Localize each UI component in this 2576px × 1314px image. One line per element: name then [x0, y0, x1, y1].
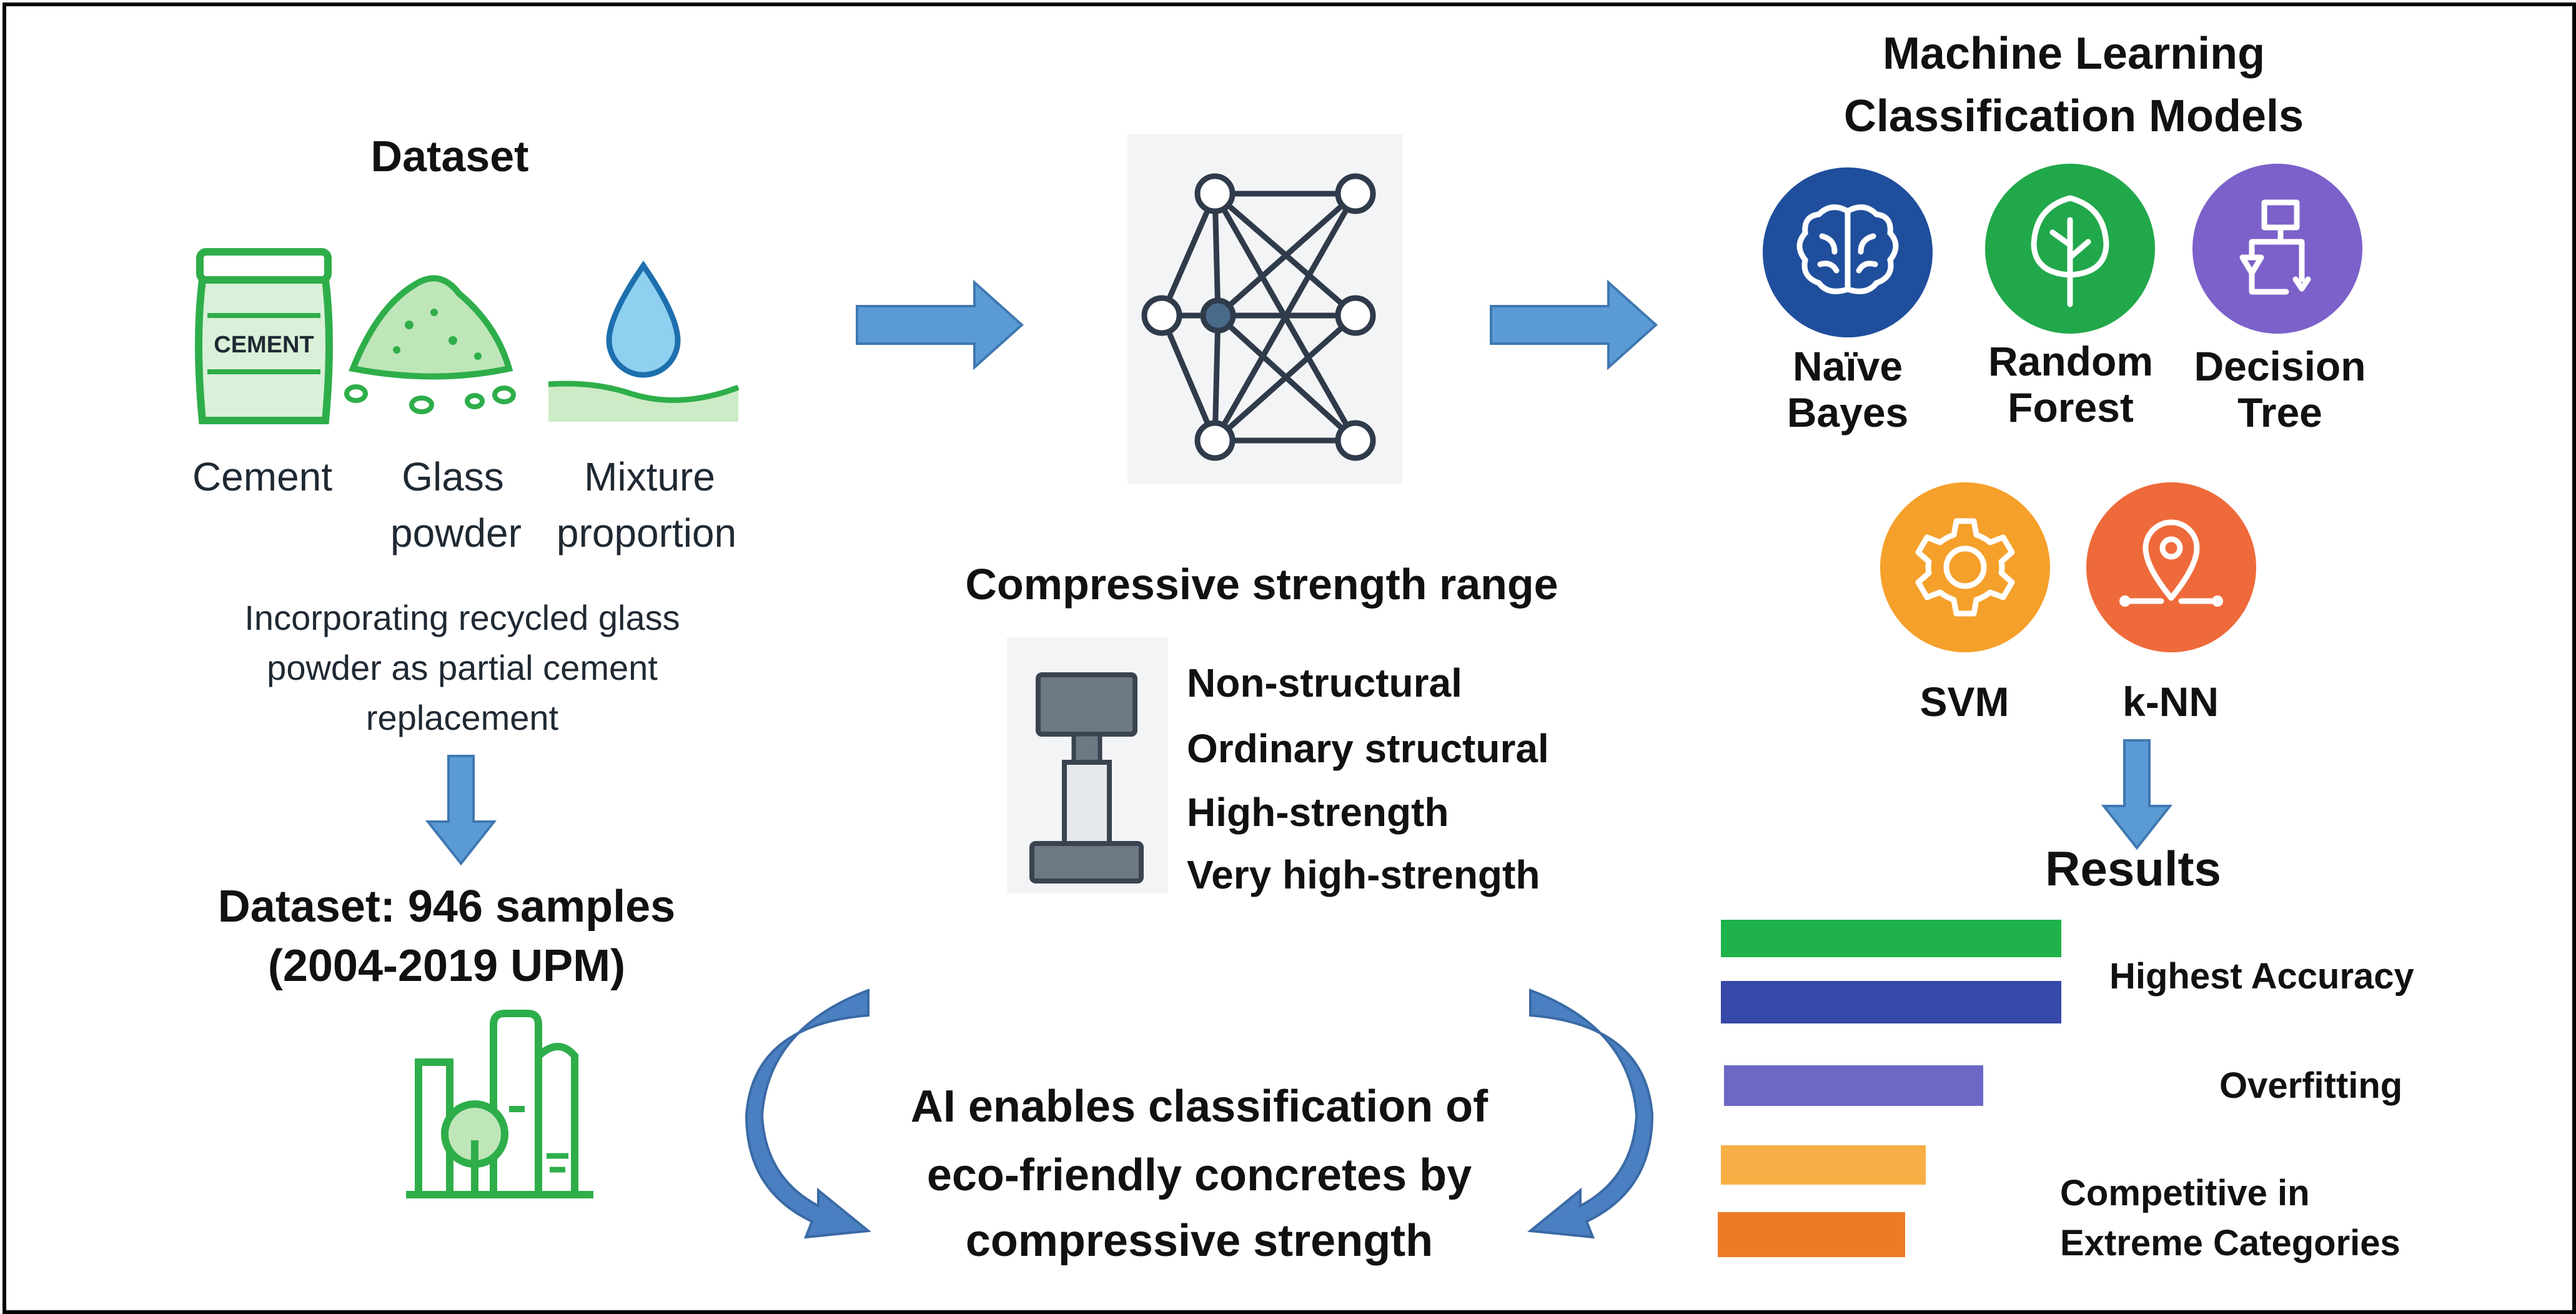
cement-bag-label: CEMENT: [214, 332, 314, 358]
range-high-strength: High-strength: [1187, 790, 1449, 835]
knn-badge: [2086, 482, 2256, 652]
conclusion-line3: compressive strength: [965, 1216, 1434, 1266]
eco-factory-icon: [406, 1010, 593, 1198]
result-bar-competitive-1: [1721, 1145, 1926, 1185]
result-bar-competitive-2: [1718, 1212, 1905, 1257]
water-drop-icon: [548, 261, 740, 422]
result-label-competitive-line2: Extreme Categories: [2060, 1223, 2400, 1263]
models-title-line2: Classification Models: [1843, 91, 2304, 141]
result-bar-overfitting: [1724, 1065, 1983, 1106]
result-label-overfitting: Overfitting: [2219, 1065, 2403, 1106]
dataset-summary-line1: Dataset: 946 samples: [217, 882, 676, 932]
dataset-description-line2: powder as partial cement: [267, 648, 658, 687]
down-arrow-results: [2101, 739, 2173, 850]
right-arrow-2: [1490, 279, 1658, 371]
flowchart-icon: [2239, 199, 2311, 295]
compressive-strength-title: Compressive strength range: [965, 560, 1558, 609]
svm-badge: [1880, 482, 2050, 652]
conclusion-line2: eco-friendly concretes by: [926, 1150, 1472, 1200]
brain-icon: [1796, 204, 1899, 294]
svm-label: SVM: [1920, 679, 2009, 725]
decision-tree-badge: [2192, 164, 2362, 334]
random-forest-label-line2: Forest: [2008, 384, 2134, 431]
decision-tree-label-line2: Tree: [2237, 389, 2322, 436]
result-bar-highest-accuracy-2: [1721, 981, 2061, 1023]
proportion-label: proportion: [556, 510, 737, 555]
location-pin-icon: [2119, 519, 2223, 607]
tree-icon: [2031, 195, 2109, 307]
result-label-competitive-line1: Competitive in: [2060, 1173, 2310, 1213]
cement-label: Cement: [192, 454, 333, 499]
knn-label: k-NN: [2122, 679, 2219, 725]
right-arrow-1: [856, 279, 1024, 371]
range-very-high-strength: Very high-strength: [1187, 852, 1540, 897]
models-title-line1: Machine Learning: [1882, 29, 2266, 79]
curved-arrow-right: [1527, 988, 1654, 1239]
random-forest-label-line1: Random: [1988, 338, 2153, 384]
naive-bayes-label-line2: Bayes: [1786, 389, 1909, 436]
naive-bayes-label-line1: Naïve: [1792, 343, 1903, 389]
powder-label: powder: [390, 510, 522, 555]
result-label-highest-accuracy: Highest Accuracy: [2109, 956, 2414, 997]
neural-network-icon: [1141, 173, 1376, 461]
gear-icon: [1915, 518, 2015, 617]
range-ordinary-structural: Ordinary structural: [1187, 726, 1549, 771]
cement-bag-icon: [195, 248, 333, 424]
dataset-description-line1: Incorporating recycled glass: [244, 598, 680, 637]
glass-powder-icon: [344, 275, 516, 414]
dataset-title: Dataset: [370, 132, 529, 181]
glass-label: Glass: [402, 454, 504, 499]
result-bar-highest-accuracy-1: [1721, 920, 2061, 957]
curved-arrow-left: [745, 988, 872, 1239]
down-arrow-dataset: [425, 755, 497, 866]
mixture-label: Mixture: [584, 454, 715, 499]
dataset-description-line3: replacement: [365, 698, 559, 737]
dataset-summary-line2: (2004-2019 UPM): [267, 941, 626, 991]
range-non-structural: Non-structural: [1187, 660, 1462, 705]
results-title: Results: [2045, 841, 2221, 896]
decision-tree-label-line1: Decision: [2194, 343, 2366, 389]
compression-test-icon: [1029, 672, 1144, 883]
conclusion-line1: AI enables classification of: [910, 1082, 1489, 1132]
